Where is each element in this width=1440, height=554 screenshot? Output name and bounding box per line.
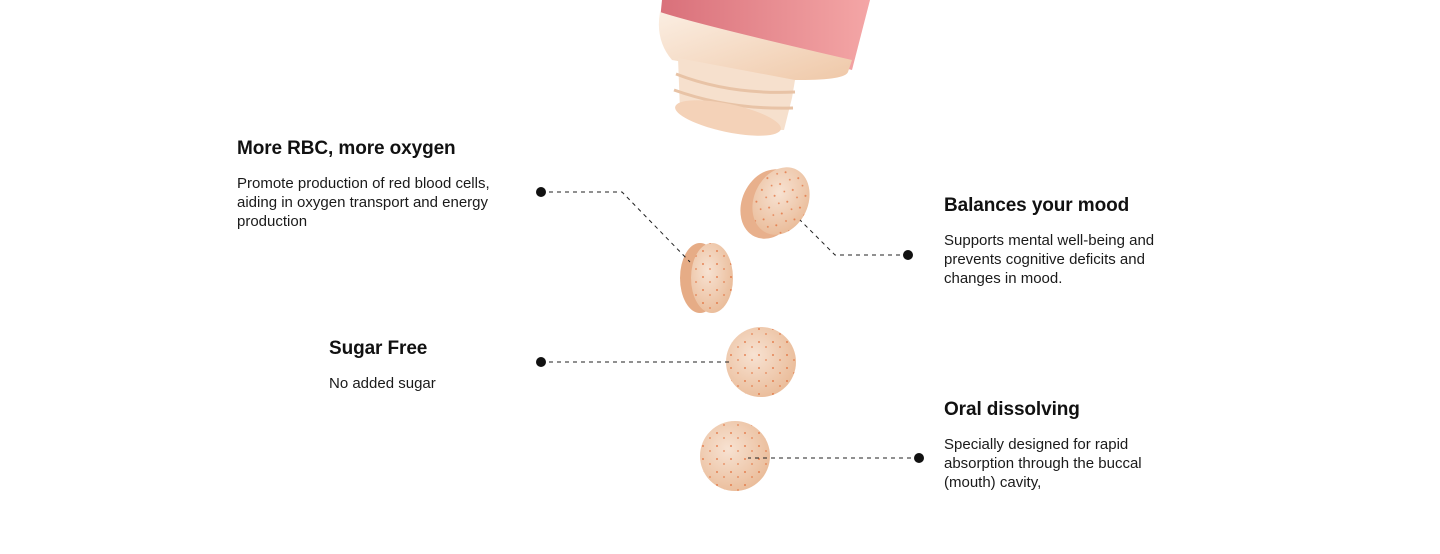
bottle xyxy=(658,0,870,136)
feature-title: Oral dissolving xyxy=(944,399,1080,420)
connector-dots xyxy=(536,187,924,463)
feature-title: More RBC, more oxygen xyxy=(237,138,456,159)
feature-sugar-free: Sugar Free No added sugar xyxy=(329,338,529,393)
tablets xyxy=(680,167,810,491)
feature-description: Supports mental well-being and prevents … xyxy=(944,232,1155,287)
feature-title: Sugar Free xyxy=(329,338,428,359)
feature-description: Promote production of red blood cells, a… xyxy=(237,175,490,230)
feature-title: Balances your mood xyxy=(944,195,1130,216)
feature-description: Specially designed for rapid absorption … xyxy=(944,436,1142,491)
feature-oral-dissolving: Oral dissolving Specially designed for r… xyxy=(944,399,1194,492)
feature-rbc: More RBC, more oxygen Promote production… xyxy=(237,138,527,231)
connector-lines xyxy=(541,191,919,459)
feature-mood: Balances your mood Supports mental well-… xyxy=(944,195,1204,288)
feature-description: No added sugar xyxy=(329,375,436,392)
